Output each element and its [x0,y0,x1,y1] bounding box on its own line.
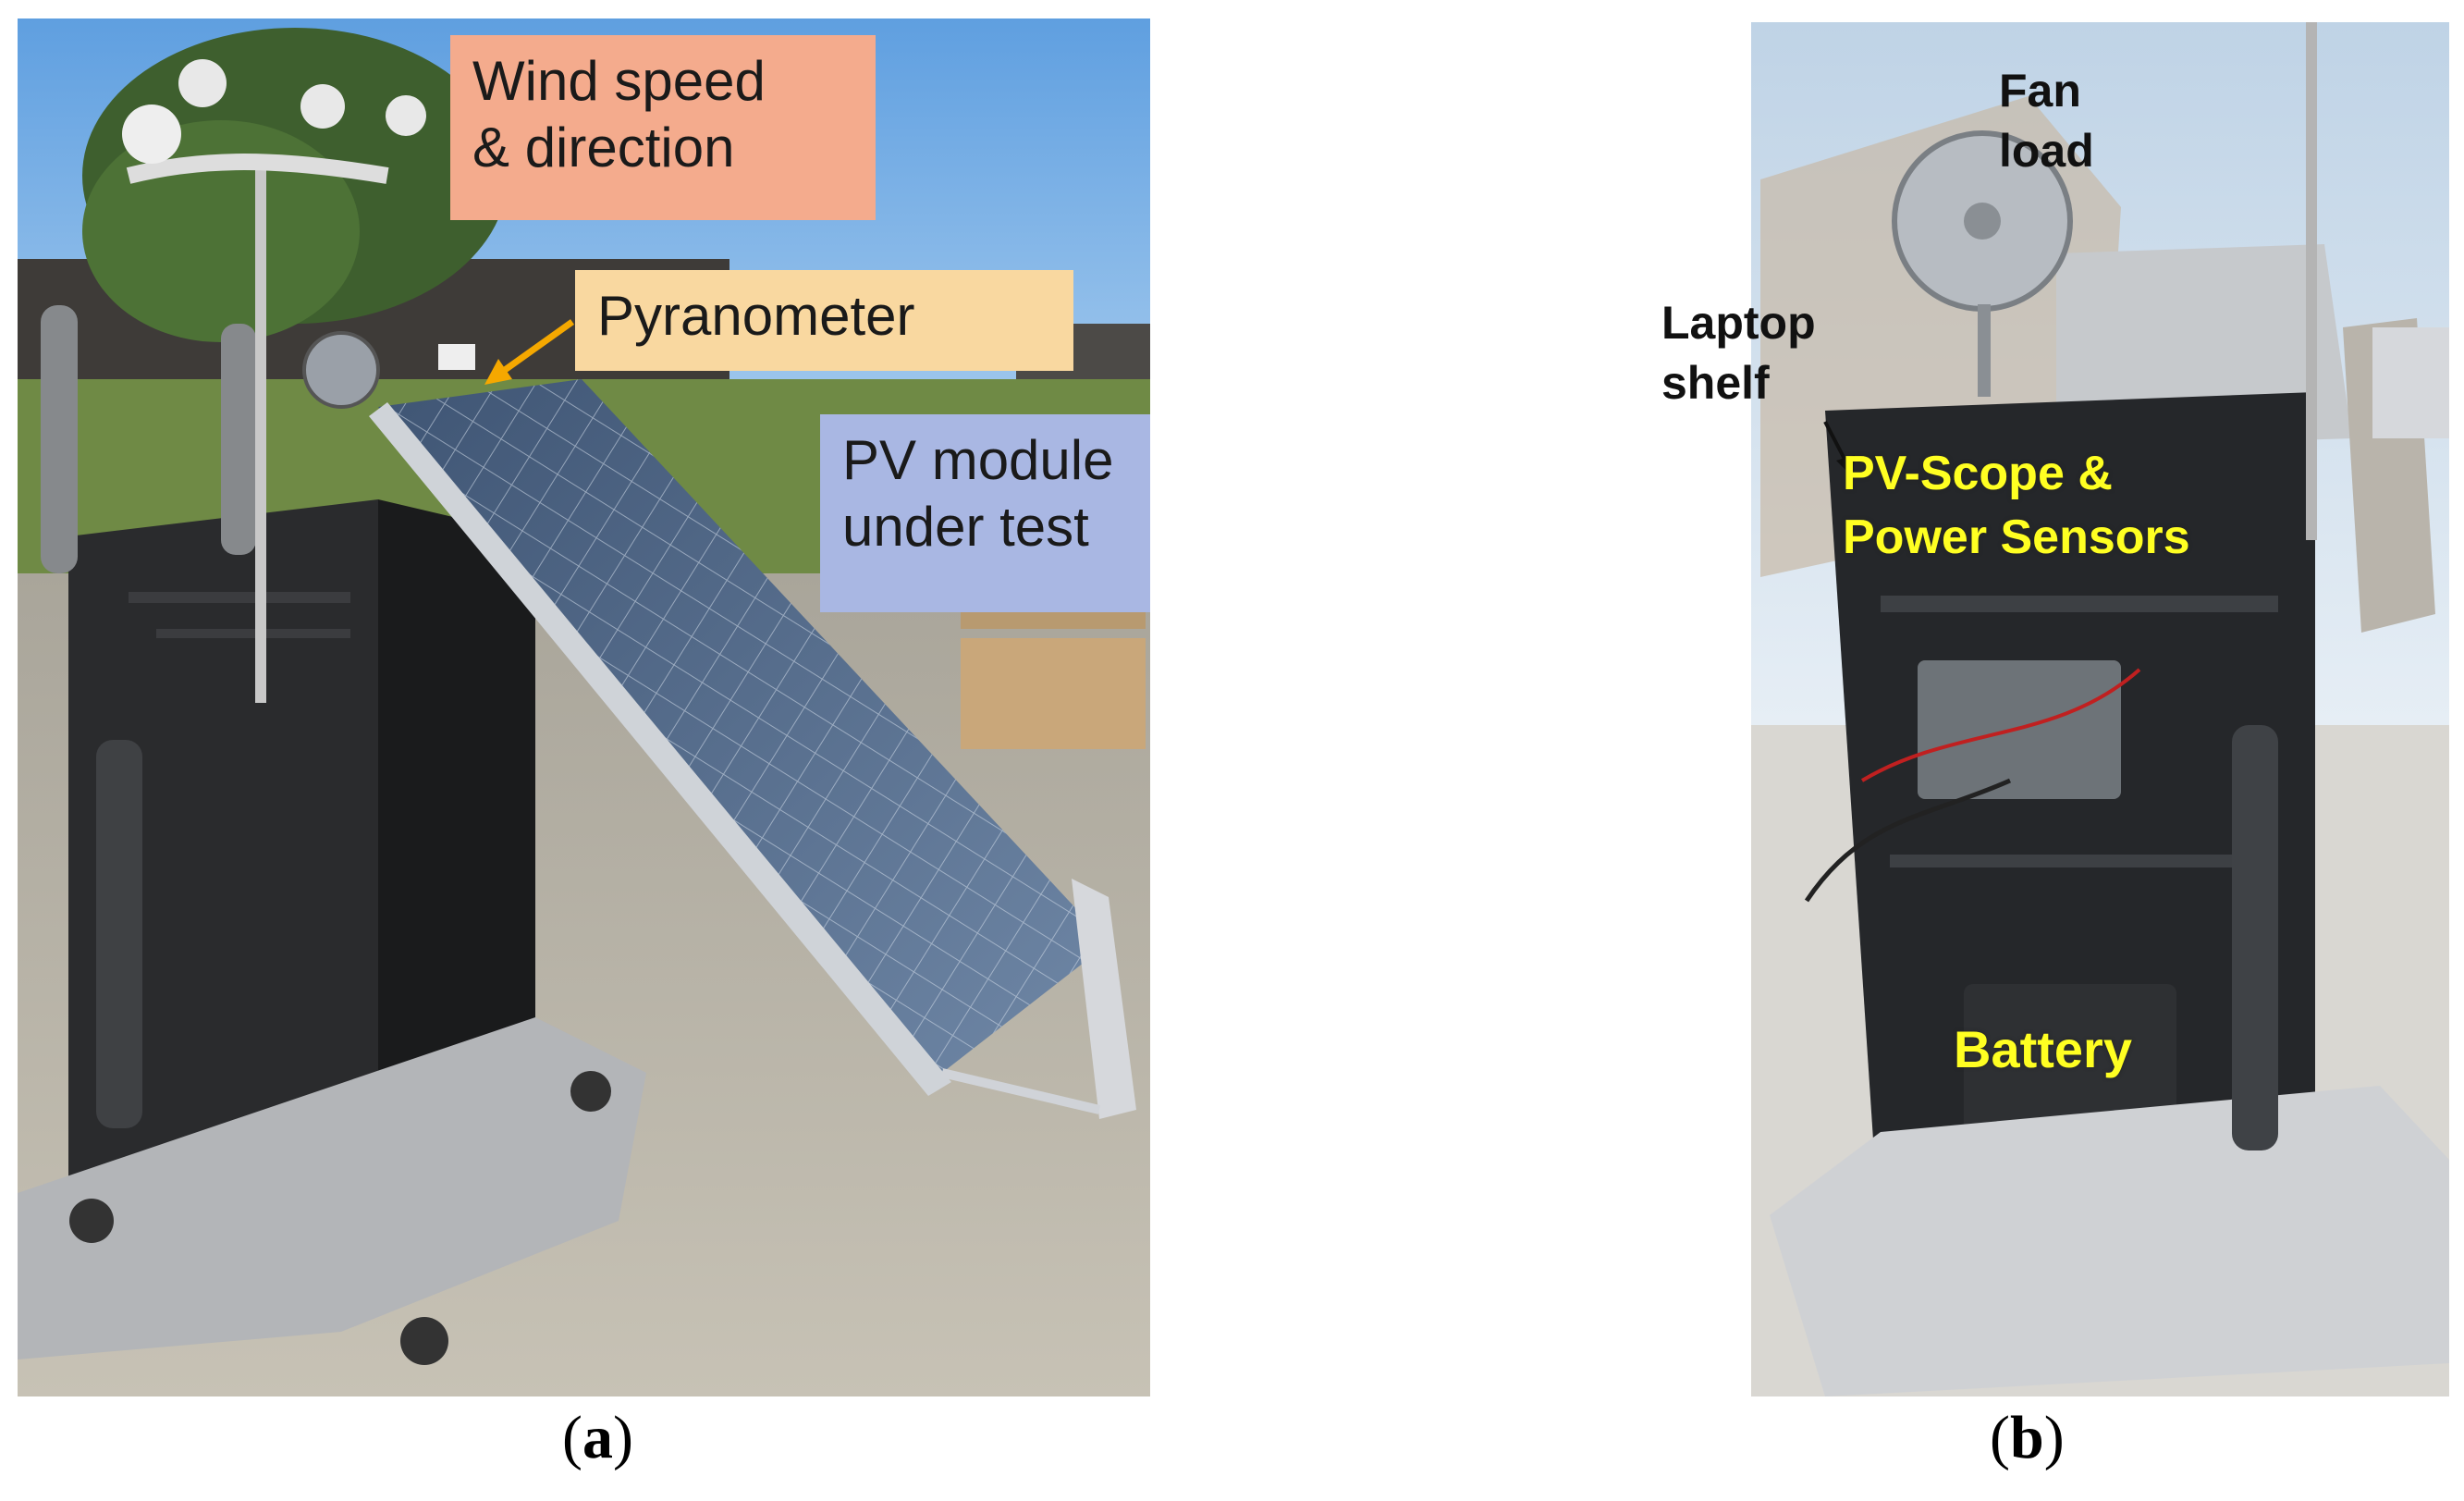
caption-a-letter: a [582,1404,613,1471]
battery-label: Battery [1954,1015,2132,1084]
fan-load-label: Fan load [1999,61,2094,181]
pv-callout-line2: under test [842,496,1089,558]
caption-b-open: ( [1990,1404,2010,1471]
laptop-label-line1: Laptop [1661,297,1816,349]
pyranometer-callout-text: Pyranometer [597,285,915,347]
photo-scene-a [18,18,1150,1396]
laptop-shelf-label: Laptop shelf [1661,293,1816,413]
pvscope-label-line1: PV-Scope & [1843,447,2113,500]
wind-callout-line2: & direction [472,117,735,178]
caption-a: (a) [562,1403,633,1473]
caption-b-letter: b [2009,1404,2044,1471]
caption-a-open: ( [562,1404,582,1471]
fan-label-line1: Fan [1999,65,2081,117]
pv-module-callout: PV module under test [820,414,1150,612]
wind-speed-direction-callout: Wind speed & direction [450,35,876,220]
photo-panel-a: Wind speed & direction Pyranometer PV mo… [18,18,1150,1396]
caption-a-close: ) [612,1404,633,1471]
pyranometer-callout: Pyranometer [575,270,1073,371]
battery-label-text: Battery [1954,1020,2132,1078]
photo-scene-b [1751,22,2449,1396]
pvscope-label-line2: Power Sensors [1843,510,2190,564]
pv-callout-line1: PV module [842,429,1114,491]
caption-b: (b) [1990,1403,2065,1473]
laptop-label-line2: shelf [1661,357,1770,409]
caption-b-close: ) [2043,1404,2065,1471]
fan-label-line2: load [1999,125,2094,177]
pv-scope-power-sensors-label: PV-Scope & Power Sensors [1843,442,2190,569]
photo-panel-b [1751,22,2449,1396]
wind-callout-line1: Wind speed [472,50,766,112]
